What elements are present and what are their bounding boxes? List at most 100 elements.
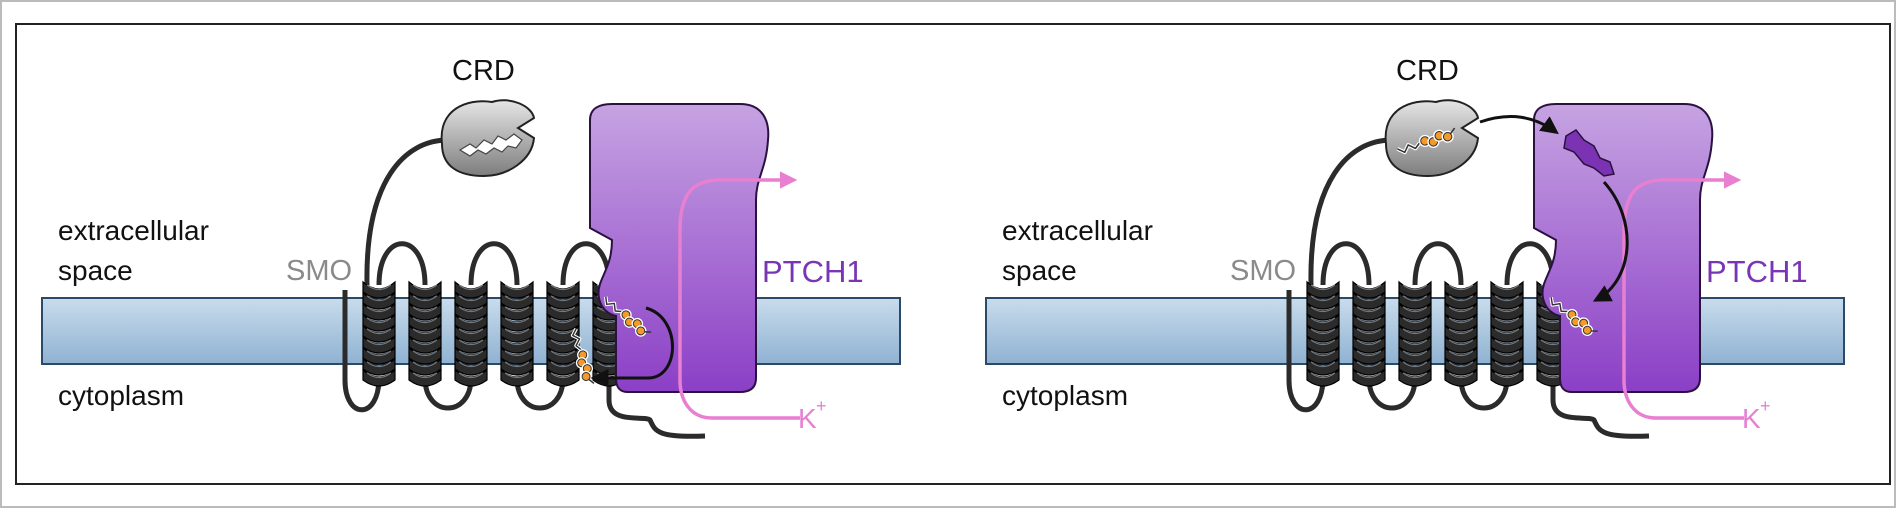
extracellular-label-line2: space: [58, 255, 133, 286]
smo-helix: [454, 280, 488, 387]
k-charge-label: +: [1760, 396, 1771, 416]
smo-helix-highlight: [504, 350, 530, 357]
smo-ec-loop: [468, 241, 520, 286]
smo-helix-highlight: [1448, 295, 1474, 302]
membrane-sterol-icon: [570, 327, 595, 384]
smo-helix-highlight: [550, 361, 576, 368]
crd-bound-sterol-icon: [1396, 127, 1456, 155]
smo-helix-highlight: [550, 317, 576, 324]
smo-ec-loop: [1412, 241, 1464, 286]
smo-helix-highlight: [504, 361, 530, 368]
extracellular-label-line1: extracellular: [1002, 215, 1153, 246]
cytoplasm-label: cytoplasm: [1002, 380, 1128, 411]
sterol-ring: [1582, 325, 1592, 335]
smo-helix-highlight: [1402, 372, 1428, 379]
smo-helix-highlight: [458, 328, 484, 335]
smo-nterm-loop: [342, 290, 382, 413]
smo-helix: [1444, 280, 1478, 387]
smo-helix-highlight: [412, 339, 438, 346]
smo-helix-highlight: [1402, 295, 1428, 302]
smo-helix-highlight: [1448, 328, 1474, 335]
smo-helix-highlight: [366, 350, 392, 357]
smo-helix-highlight: [1356, 372, 1382, 379]
smo-helix-highlight: [366, 372, 392, 379]
smo-helix: [1352, 280, 1386, 387]
smo-helix: [500, 280, 534, 387]
smo-ic-loop: [514, 377, 566, 411]
smo-helix-highlight: [1356, 328, 1382, 335]
smo-helix-highlight: [550, 306, 576, 313]
ptch1-internal-arrow: [1592, 181, 1629, 302]
smo-helix-highlight: [504, 284, 530, 291]
smo-ic-loop: [422, 377, 474, 411]
smo-helix-highlight: [1356, 295, 1382, 302]
smo-nterm-loop: [1286, 290, 1326, 413]
smo-helix-highlight: [504, 339, 530, 346]
sterol-oh: [1449, 127, 1456, 135]
smo-helix-highlight: [1356, 306, 1382, 313]
smo-helix-highlight: [1402, 350, 1428, 357]
smo-helix-highlight: [550, 339, 576, 346]
smo-helix: [1398, 280, 1432, 387]
smo-cterm-tail: [606, 380, 706, 439]
smo-helix-highlight: [1448, 350, 1474, 357]
crd-body: [440, 99, 536, 178]
smo-label: SMO: [1230, 255, 1296, 287]
smo-helix-highlight: [1494, 350, 1520, 357]
ptch1-label: PTCH1: [1706, 254, 1808, 289]
smo-helix-highlight: [1448, 339, 1474, 346]
smo-helix-highlight: [1448, 306, 1474, 313]
smo-helix-highlight: [1310, 339, 1336, 346]
smo-helix-highlight: [1494, 361, 1520, 368]
smo-helix-highlight: [1310, 284, 1336, 291]
smo-helix-highlight: [1448, 317, 1474, 324]
smo-helix-highlight: [366, 306, 392, 313]
smo-helix-highlight: [1310, 328, 1336, 335]
smo-helix-highlight: [458, 350, 484, 357]
sterol-tail: [572, 328, 582, 351]
sterol-ring: [1442, 131, 1453, 142]
crd-domain-icon: [1384, 99, 1480, 178]
smo-helix-highlight: [412, 372, 438, 379]
sterol-tail: [1550, 297, 1568, 313]
smo-helix-highlight: [366, 339, 392, 346]
smo-helix-highlight: [504, 372, 530, 379]
smo-helix-highlight: [412, 306, 438, 313]
smo-helix-highlight: [550, 295, 576, 302]
smo-helix: [1306, 280, 1340, 387]
sterol-oh: [1591, 330, 1598, 332]
smo-helix-highlight: [458, 372, 484, 379]
smo-helix-highlight: [1402, 339, 1428, 346]
smo-helix-highlight: [412, 295, 438, 302]
smo-helix-highlight: [1402, 284, 1428, 291]
smo-helix-highlight: [1494, 284, 1520, 291]
smo-helix-highlight: [1310, 361, 1336, 368]
k-flux-arrow-icon: [1622, 171, 1744, 420]
smo-helix: [1490, 280, 1524, 387]
sterol-oh: [644, 331, 652, 333]
crd-domain-icon: [440, 99, 536, 178]
smo-helix-highlight: [1448, 372, 1474, 379]
smo-ic-loop: [1458, 377, 1510, 411]
sterol-tail: [605, 296, 622, 313]
smo-helix-highlight: [504, 306, 530, 313]
smo-helix: [408, 280, 442, 387]
sterol-tail: [1397, 142, 1421, 154]
smo-helix-highlight: [1356, 350, 1382, 357]
ptch1-top-sterol-icon: [1563, 129, 1615, 177]
smo-helix-highlight: [412, 317, 438, 324]
smo-helix: [362, 280, 396, 387]
crd-to-ptch1-arrow: [1479, 115, 1559, 135]
smo-helix-highlight: [550, 372, 576, 379]
extracellular-label-line1: extracellular: [58, 215, 209, 246]
smo-helix-highlight: [366, 284, 392, 291]
smo-cterm-tail: [1550, 380, 1650, 439]
smo-helix-highlight: [1448, 361, 1474, 368]
smo-helix-highlight: [458, 339, 484, 346]
smo-helix-highlight: [412, 328, 438, 335]
k-ion-label: K: [798, 403, 817, 434]
smo-helix: [546, 280, 580, 387]
smo-helix-highlight: [1310, 350, 1336, 357]
